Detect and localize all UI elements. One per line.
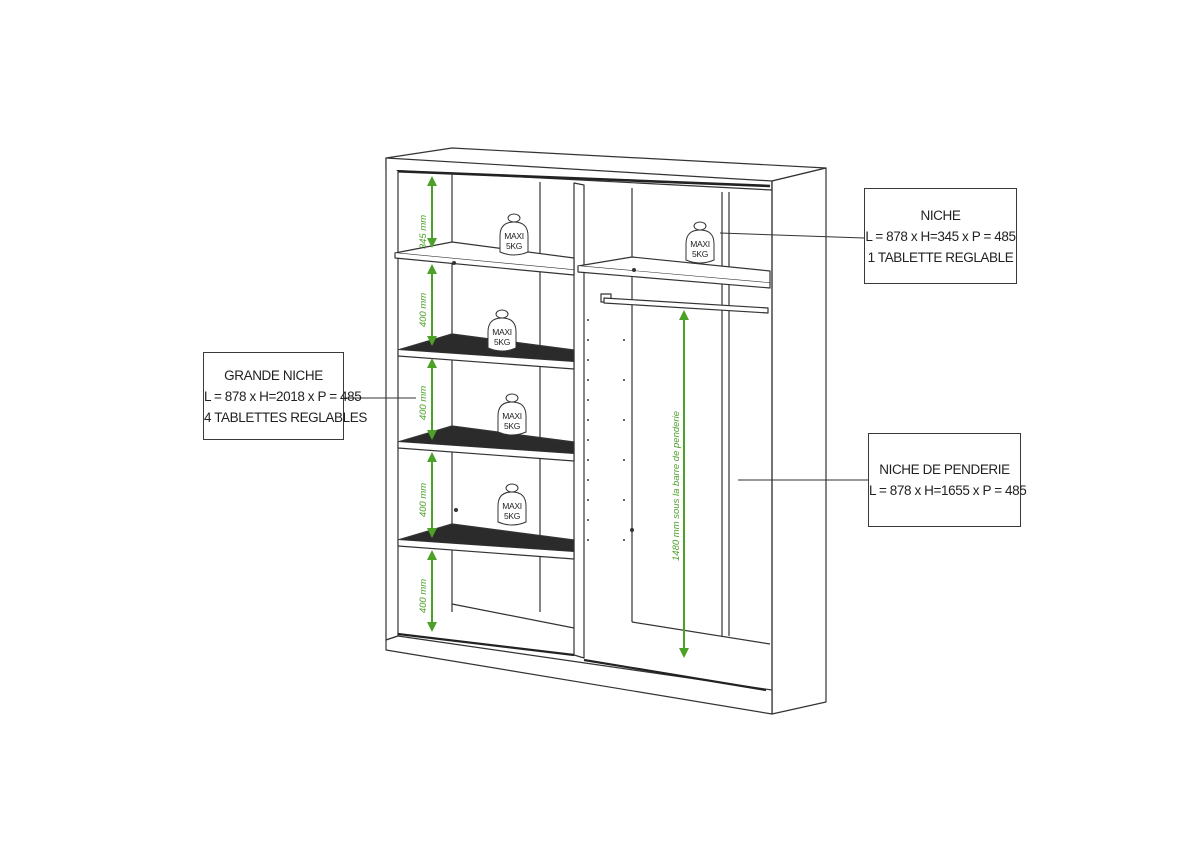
svg-text:5KG: 5KG (506, 241, 522, 251)
svg-text:MAXI: MAXI (504, 231, 524, 241)
dimension-arrows (427, 176, 689, 658)
weight-icon: MAXI 5KG (497, 483, 527, 526)
svg-text:5KG: 5KG (494, 337, 510, 347)
weight-icon: MAXI 5KG (499, 213, 529, 256)
callout-grande-niche-shelves: 4 TABLETTES REGLABLES (204, 409, 367, 425)
leader-lines (344, 232, 868, 481)
bottom-panel (385, 635, 773, 715)
left-shelf-4 (397, 523, 575, 560)
callout-niche-title: NICHE (920, 207, 961, 223)
left-side-panel (385, 158, 399, 641)
svg-text:5KG: 5KG (692, 249, 708, 259)
svg-text:5KG: 5KG (504, 511, 520, 521)
callout-niche: NICHE L = 878 x H=345 x P = 485 1 TABLET… (864, 188, 1017, 284)
callout-grande-niche-title: GRANDE NICHE (224, 367, 323, 383)
right-side-panel (771, 167, 827, 715)
svg-text:MAXI: MAXI (502, 501, 522, 511)
svg-text:MAXI: MAXI (502, 411, 522, 421)
callout-niche-shelves: 1 TABLETTE REGLABLE (867, 249, 1014, 265)
callout-penderie-title: NICHE DE PENDERIE (879, 462, 1010, 477)
dim-label-400-a: 400 mm (418, 293, 429, 327)
centre-divider (573, 182, 585, 659)
left-shelf-3 (397, 425, 575, 462)
left-shelf-2 (397, 333, 575, 370)
shelf-pin-holes (452, 261, 636, 541)
dim-label-400-c: 400 mm (418, 483, 429, 517)
callout-grande-niche: GRANDE NICHE L = 878 x H=2018 x P = 485 … (203, 352, 367, 440)
svg-text:5KG: 5KG (504, 421, 520, 431)
dim-label-hanging: 1480 mm sous la barre de penderie (671, 411, 682, 561)
callout-niche-penderie: NICHE DE PENDERIE L = 878 x H=1655 x P =… (868, 433, 1027, 527)
weight-icon: MAXI 5KG (487, 309, 517, 352)
callout-penderie-dimensions: L = 878 x H=1655 x P = 485 (869, 483, 1027, 498)
dim-label-400-d: 400 mm (418, 579, 429, 613)
weight-icon: MAXI 5KG (497, 393, 527, 436)
svg-text:MAXI: MAXI (690, 239, 710, 249)
svg-text:MAXI: MAXI (492, 327, 512, 337)
callout-grande-niche-dimensions: L = 878 x H=2018 x P = 485 (204, 388, 362, 404)
hanging-rod (600, 293, 769, 314)
dim-label-400-b: 400 mm (418, 386, 429, 420)
dim-label-345: 345 mm (418, 215, 429, 249)
callout-niche-dimensions: L = 878 x H=345 x P = 485 (865, 228, 1016, 244)
weight-icon: MAXI 5KG (685, 221, 715, 264)
right-shelf-top (577, 256, 771, 289)
